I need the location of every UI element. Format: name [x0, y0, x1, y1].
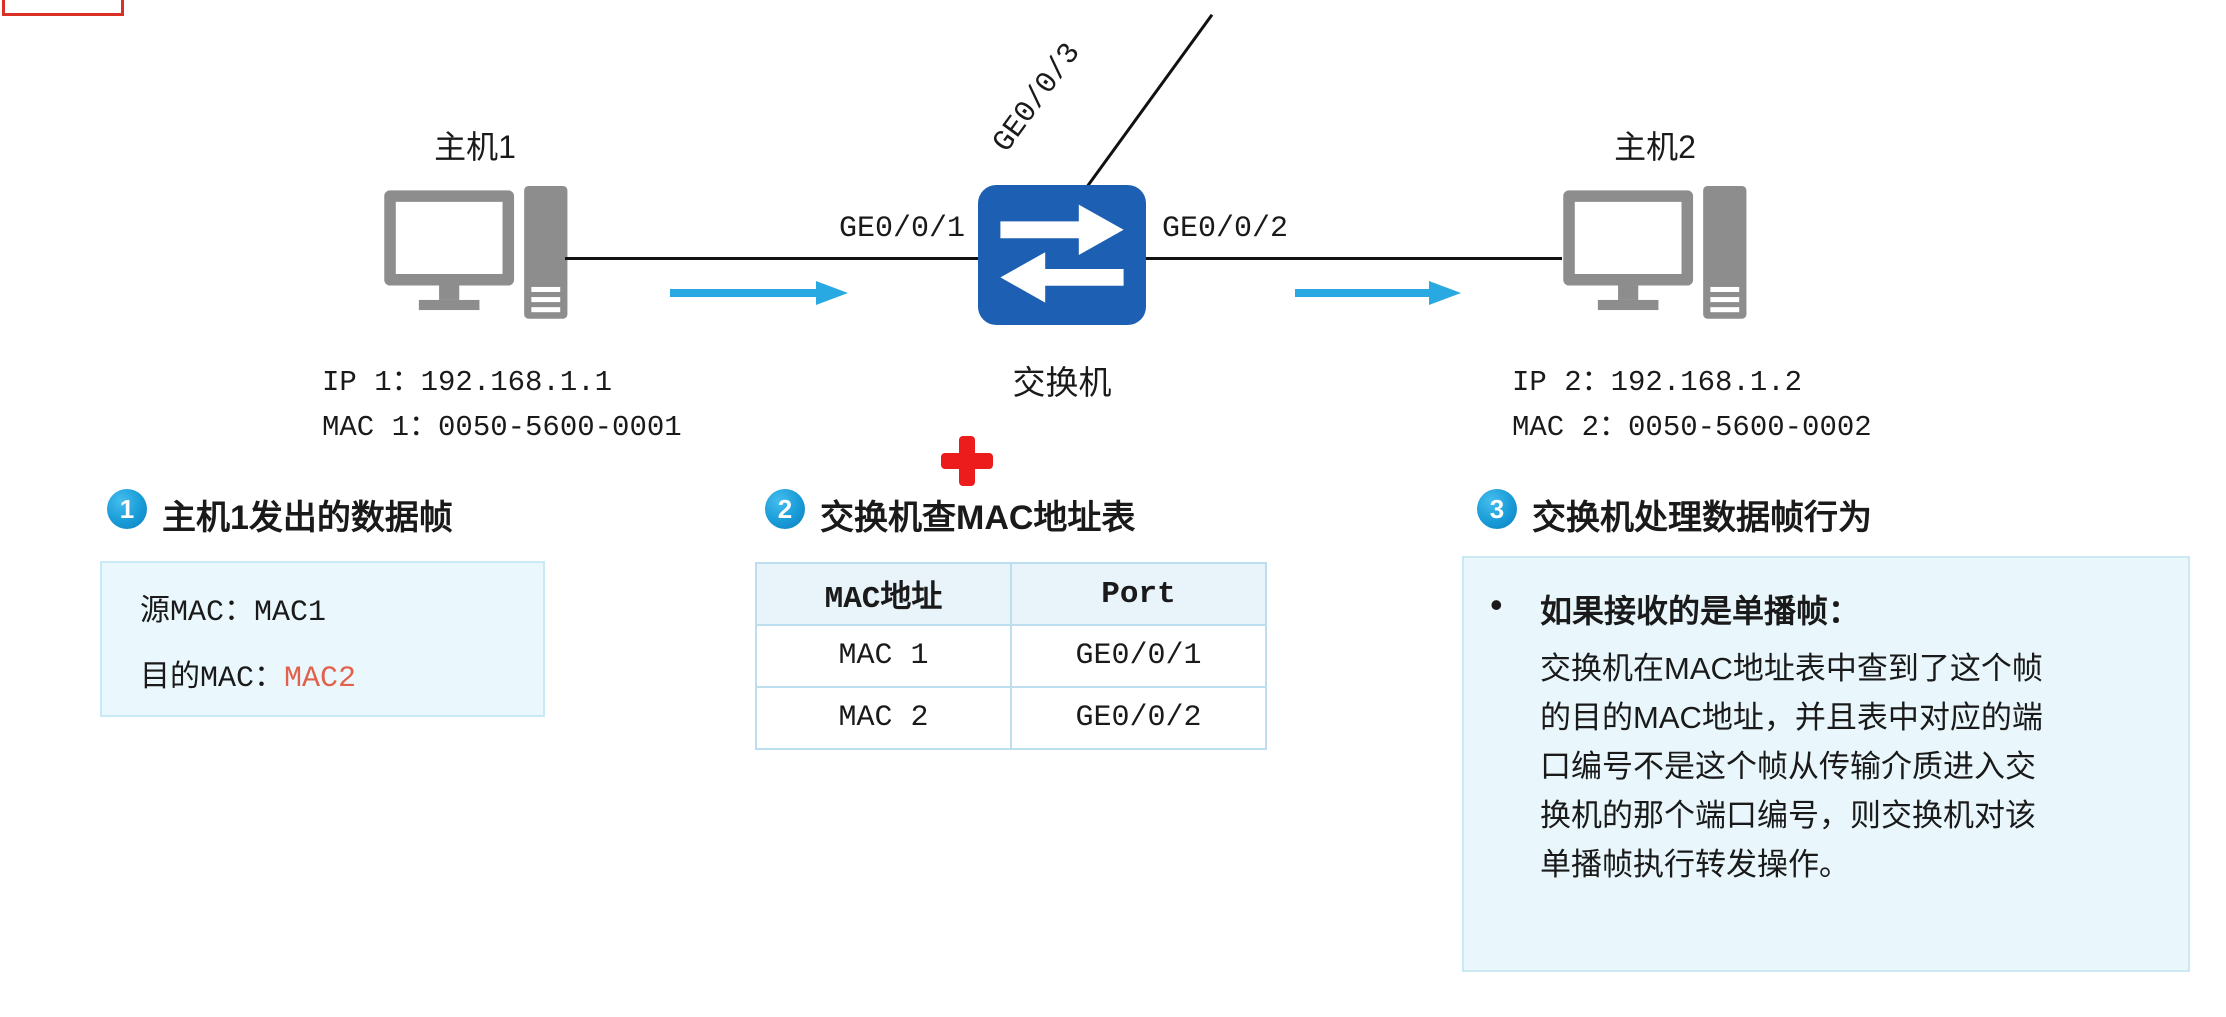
switch-label: 交换机: [1012, 364, 1112, 401]
mac-table-header-mac: MAC地址: [755, 562, 1012, 626]
host2-addresses: IP 2：192.168.1.2 MAC 2：0050-5600-0002: [1512, 366, 1872, 444]
frame-destination-label: 目的MAC：: [140, 662, 285, 696]
step2-title: 交换机查MAC地址表: [820, 499, 1136, 537]
host2-label: 主机2: [1614, 129, 1696, 165]
switch-behavior-box: • 如果接收的是单播帧： 交换机在MAC地址表中查到了这个帧 的目的MAC地址，…: [1462, 556, 2190, 972]
traffic-arrow-switch-to-host2-icon: [1295, 278, 1461, 308]
host2-computer-icon: [1562, 186, 1752, 336]
step1-title: 主机1发出的数据帧: [162, 499, 453, 537]
behavior-subtitle: 如果接收的是单播帧：: [1540, 593, 1861, 629]
step1-number-badge: 1: [107, 489, 147, 529]
port-label-ge003: GE0/0/3: [986, 37, 1089, 160]
step2-number-badge: 2: [765, 489, 805, 529]
table-row: MAC 1 GE0/0/1: [755, 624, 1267, 688]
step3-number-badge: 3: [1477, 489, 1517, 529]
host1-addresses: IP 1：192.168.1.1 MAC 1：0050-5600-0001: [322, 366, 682, 444]
behavior-description: 交换机在MAC地址表中查到了这个帧 的目的MAC地址，并且表中对应的端 口编号不…: [1540, 651, 2043, 882]
mac-cell: MAC 1: [755, 624, 1012, 688]
corner-marker: [2, 0, 124, 16]
host1-label: 主机1: [434, 129, 516, 165]
host1-computer-icon: [383, 186, 573, 336]
link-switch-host2: [1146, 257, 1562, 260]
frame-source-mac: 源MAC：MAC1: [140, 596, 327, 630]
traffic-arrow-host1-to-switch-icon: [670, 278, 848, 308]
step3-title: 交换机处理数据帧行为: [1532, 499, 1872, 537]
bullet-point: •: [1490, 584, 1503, 625]
frame-destination-value: MAC2: [284, 662, 357, 696]
link-switch-uplink: [1085, 13, 1214, 189]
table-row: MAC 2 GE0/0/2: [755, 686, 1267, 750]
mac-table-header-port: Port: [1010, 562, 1267, 626]
mac-cell: MAC 2: [755, 686, 1012, 750]
switch-icon: [978, 184, 1146, 326]
frame-destination-mac: 目的MAC：MAC2: [140, 651, 356, 696]
port-label-ge001: GE0/0/1: [838, 212, 965, 246]
data-frame-box: 源MAC：MAC1 目的MAC：MAC2: [100, 561, 545, 717]
mac-address-table: MAC地址 Port MAC 1 GE0/0/1 MAC 2 GE0/0/2: [755, 562, 1267, 750]
mac-table-header-row: MAC地址 Port: [755, 562, 1267, 626]
red-cross-icon: [941, 436, 993, 486]
port-cell: GE0/0/1: [1010, 624, 1267, 688]
port-label-ge002: GE0/0/2: [1162, 212, 1289, 246]
link-host1-switch: [565, 257, 978, 260]
port-cell: GE0/0/2: [1010, 686, 1267, 750]
